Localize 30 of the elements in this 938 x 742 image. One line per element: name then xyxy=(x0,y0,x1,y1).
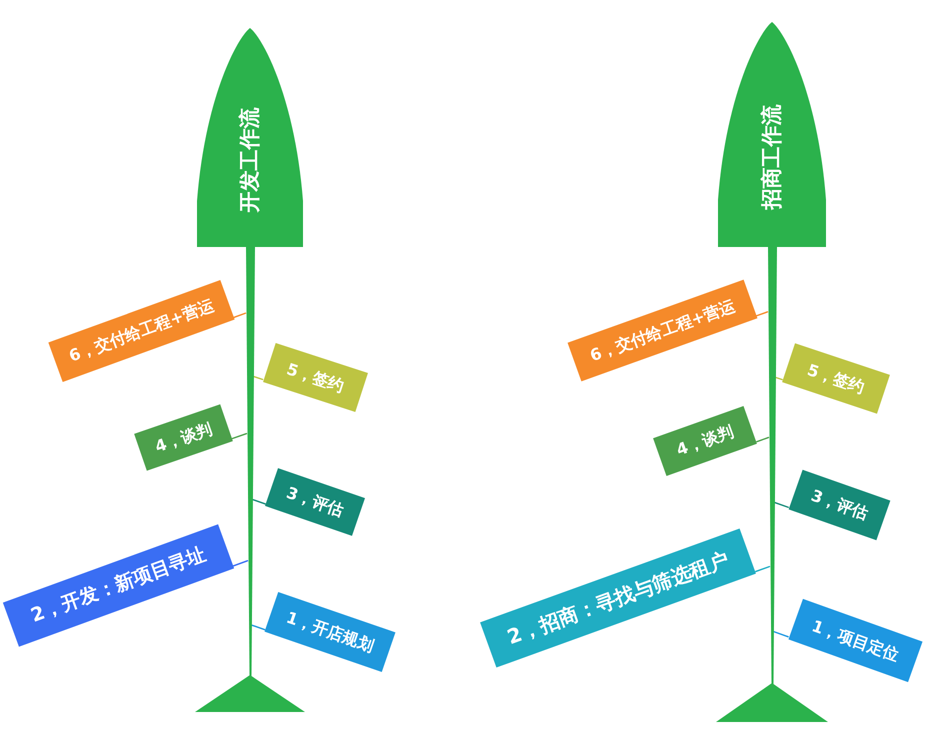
step-box: 1，项目定位 xyxy=(788,598,922,682)
connector-line xyxy=(251,624,266,630)
base-triangle xyxy=(195,675,305,712)
connector-line xyxy=(755,566,770,572)
connector-line xyxy=(775,376,783,380)
connector-line xyxy=(252,498,266,505)
connector-line xyxy=(232,432,248,440)
connector-line xyxy=(773,630,789,638)
step-box: 2，招商：寻找与筛选租户 xyxy=(480,528,756,668)
step-box: 5，签约 xyxy=(262,342,368,412)
connector-line xyxy=(756,436,770,443)
connector-line xyxy=(232,560,248,567)
step-box: 5，签约 xyxy=(782,342,890,414)
step-box: 3，评估 xyxy=(265,468,365,536)
step-box: 1，开店规划 xyxy=(264,592,396,672)
connector-line xyxy=(774,502,790,508)
spine-bar xyxy=(768,247,776,684)
step-box: 3，评估 xyxy=(788,470,890,540)
spine-bar xyxy=(246,247,254,676)
step-box: 6，交付给工程+营运 xyxy=(567,279,757,381)
connector-line xyxy=(756,311,768,317)
step-box: 4，谈判 xyxy=(134,404,232,470)
step-box: 6，交付给工程+营运 xyxy=(48,280,234,382)
step-box: 4，谈判 xyxy=(653,406,757,476)
step-box: 2，开发：新项目寻址 xyxy=(2,524,234,646)
base-triangle xyxy=(716,683,828,722)
vertical-title: 开发工作流 xyxy=(239,108,260,212)
connector-line xyxy=(233,312,246,318)
connector-line xyxy=(253,376,264,380)
vertical-title: 招商工作流 xyxy=(762,104,782,210)
